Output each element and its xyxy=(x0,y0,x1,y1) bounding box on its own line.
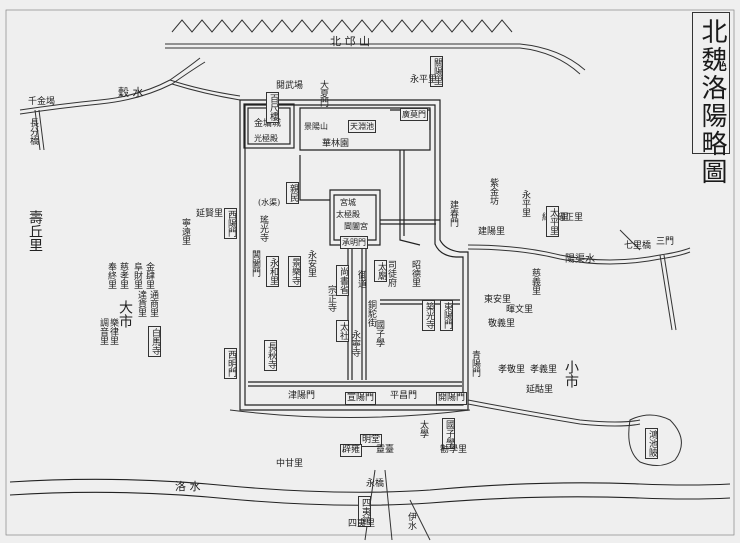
yaoguang-label: 瑤光寺 xyxy=(258,215,268,242)
qinmin-label: 親民 xyxy=(286,182,299,204)
situ-label: 司徒府 xyxy=(386,260,396,287)
zijin-label: 紫金坊 xyxy=(488,178,498,205)
tianyuan-label: 天淵池 xyxy=(348,120,376,133)
tongtuo-label: 銅駝街 xyxy=(366,300,376,327)
gate-xiyang: 西陽門 xyxy=(224,208,237,239)
yonghe-label: 永和里 xyxy=(266,256,279,287)
taiji-label: 太極殿 xyxy=(336,210,360,219)
dongan-label: 東安里 xyxy=(484,295,512,305)
zhuguang-label: 築光寺 xyxy=(422,300,435,331)
taimiao-label: 太廟 xyxy=(374,260,387,282)
changqiu-label: 長秋寺 xyxy=(264,340,277,371)
fengzhong-label: 奉終里 xyxy=(106,262,116,289)
shangshu-label: 尚書省 xyxy=(336,265,349,296)
taishe-label: 太社 xyxy=(336,320,349,342)
map-title: 北魏洛陽略圖 xyxy=(697,18,727,186)
yongqiao-label: 永橋 xyxy=(366,479,385,489)
qianjin-label: 千金堨 xyxy=(28,97,56,107)
jingyang-label: 景陽山 xyxy=(304,122,328,131)
baiyuan-label: 白馬寺 xyxy=(148,326,161,357)
yongan-label: 永安里 xyxy=(306,250,316,277)
guangji-label: 光極殿 xyxy=(254,134,278,143)
jinyong-label: 金墉城 xyxy=(254,119,282,129)
mountain-range xyxy=(171,19,513,33)
yang-river xyxy=(467,229,691,427)
guizheng-label: 歸正里 xyxy=(556,213,584,223)
luo-river-label: 洛 水 xyxy=(175,480,201,493)
lake-outline xyxy=(628,414,682,466)
gu-river-label: 穀 水 xyxy=(118,86,144,99)
gate-qingyang: 青陽門 xyxy=(470,350,480,377)
xiaoshi-label: 小市 xyxy=(563,360,579,388)
fuzai-label: 阜財里 xyxy=(132,262,142,289)
yang-river-label: 陽渠水 xyxy=(565,254,595,265)
ningyuan-label: 寧遠里 xyxy=(180,218,190,245)
lingtai-label: 靈臺 xyxy=(376,445,395,455)
gate-changhe: 閶闔門 xyxy=(250,250,260,277)
dasha-label: 大夏門 xyxy=(318,80,328,107)
guozi-inner-label: 國子學 xyxy=(374,320,384,347)
zhaode-label: 昭德里 xyxy=(410,260,420,287)
ciyi-label: 慈義里 xyxy=(530,268,540,295)
yangu-label: 延酤里 xyxy=(526,385,554,395)
yuelv-label: 樂律里 xyxy=(108,318,118,345)
mountain-label: 北 邙 山 xyxy=(330,35,370,48)
jianyang-label: 建陽里 xyxy=(478,227,506,237)
gate-pingchang: 平昌門 xyxy=(390,391,418,401)
jingyi-label: 敬義里 xyxy=(488,319,516,329)
jingle-label: 景樂寺 xyxy=(288,256,301,287)
yongping-east-label: 永平里 xyxy=(520,190,530,217)
yongping-north-label: 永平里 xyxy=(410,75,438,85)
xiaojing-label: 孝敬里 xyxy=(498,365,526,375)
zhonggan-label: 中甘里 xyxy=(276,459,304,469)
guanwu-label: 閱武場 xyxy=(276,81,304,91)
jinsi-label: 金肆里 xyxy=(144,262,154,289)
dahuo-label: 達貨里 xyxy=(136,290,146,317)
palace-label: 宮城 xyxy=(340,198,356,207)
tiaoyin-label: 調音里 xyxy=(98,318,108,345)
xiaoyi-label: 孝義里 xyxy=(530,365,558,375)
shoukiu-label: 壽丘里 xyxy=(27,210,43,252)
yanxian-label: 延賢里 xyxy=(196,209,224,219)
sanmen-label: 三門 xyxy=(656,237,675,247)
gate-chengming: 承明門 xyxy=(340,236,368,249)
gate-kaiyang: 開陽門 xyxy=(436,392,468,405)
hualin-label: 華林園 xyxy=(322,139,350,149)
mingtang-label: 明堂 xyxy=(360,434,383,447)
lake-label: 鴻池陂 xyxy=(645,428,658,459)
taiping-label: 太平里 xyxy=(546,206,559,237)
gu-river xyxy=(19,57,241,151)
water-channel-label: (水渠) xyxy=(258,198,281,207)
biyong-label: 辟雍 xyxy=(340,444,363,457)
guangmo-label: 廣莫門 xyxy=(400,108,428,121)
gate-jianchun: 建春門 xyxy=(448,200,458,227)
guanyang-label: 關陽里 xyxy=(430,56,443,87)
dashi-label: 大市 xyxy=(117,300,133,328)
huiwen-label: 暉文里 xyxy=(506,305,534,315)
quanxue-label: 勸學里 xyxy=(440,445,468,455)
tongshang-label: 通商里 xyxy=(148,290,158,317)
qiliqiao-label: 七里橋 xyxy=(624,241,652,251)
gate-ximing: 西明門 xyxy=(224,348,237,379)
gate-jinyang: 津陽門 xyxy=(288,391,316,401)
siyi-label: 四夷館 xyxy=(358,496,371,527)
bailou-label: 百尺樓 xyxy=(266,92,279,123)
title-frame xyxy=(692,12,730,154)
yudao-label: 御道 xyxy=(356,270,366,288)
taixue-label: 太學 xyxy=(418,420,428,438)
changfen-label: 長分橋 xyxy=(28,118,38,145)
siyili-label: 四夷里 xyxy=(348,519,376,529)
yi-river-label: 伊水 xyxy=(406,512,416,530)
gate-dongyang: 東陽門 xyxy=(440,300,453,331)
zongzheng-label: 宗正寺 xyxy=(326,285,336,312)
cishi-label: 慈孝里 xyxy=(118,262,128,289)
yongning-label: 永寧寺 xyxy=(350,330,360,357)
gate-xuanyang: 宣陽門 xyxy=(345,392,377,405)
changhe-palace-label: 閶闔宮 xyxy=(344,222,368,231)
guozi-south-label: 國子學 xyxy=(442,418,455,449)
